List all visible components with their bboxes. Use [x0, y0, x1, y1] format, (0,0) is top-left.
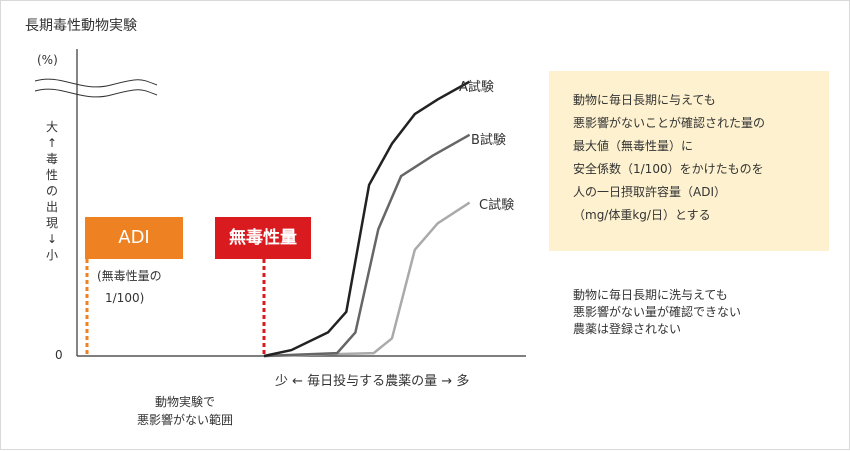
note-line: 動物に毎日長期に洗与えても: [573, 288, 728, 302]
y-axis-label-char: の: [45, 184, 58, 198]
y-axis-label-char: ↓: [46, 232, 58, 246]
note-line: 農薬は登録されない: [573, 322, 682, 336]
y-axis-label: 大 ↑ 毒 性 の 出 現 ↓ 小: [43, 119, 61, 263]
safe-zone-line: 悪影響がない範囲: [136, 413, 233, 427]
series-c-line: [263, 201, 471, 358]
y-axis-label-char: 小: [45, 248, 58, 262]
diagram-title: 長期毒性動物実験: [25, 18, 137, 34]
noael-badge: 無毒性量: [215, 217, 311, 259]
y-axis-label-char: 出: [45, 200, 58, 214]
adi-note-line: (無毒性量の: [97, 269, 162, 283]
safe-zone-label: 動物実験で 悪影響がない範囲: [85, 393, 285, 429]
info-box-line: 人の一日摂取許容量（ADI）: [573, 185, 726, 199]
series-a-label: A試験: [459, 80, 494, 95]
adi-badge: ADI: [85, 217, 183, 259]
y-axis-label-char: ↑: [46, 136, 58, 150]
registration-note: 動物に毎日長期に洗与えても 悪影響がない量が確認できない 農薬は登録されない: [573, 287, 741, 338]
info-box-line: 動物に毎日長期に与えても: [573, 93, 716, 107]
info-box-line: 悪影響がないことが確認された量の: [573, 116, 766, 130]
y-axis-label-char: 大: [45, 120, 58, 134]
x-axis-label: 少 ← 毎日投与する農薬の量 → 多: [275, 374, 470, 389]
axis-break-mark: [34, 88, 158, 98]
series-b-label: B試験: [471, 133, 506, 148]
y-axis-label-char: 性: [45, 168, 58, 182]
adi-definition-box: 動物に毎日長期に与えても 悪影響がないことが確認された量の 最大値（無毒性量）に…: [549, 71, 829, 251]
y-axis-label-char: 現: [45, 216, 58, 230]
y-axis-label-char: 毒: [45, 152, 58, 166]
axis-break-mark: [34, 78, 158, 88]
adi-note: (無毒性量の 1/100): [97, 265, 162, 309]
series-a-line: [263, 80, 471, 358]
info-box-line: 安全係数（1/100）をかけたものを: [573, 162, 764, 176]
safe-zone-line: 動物実験で: [154, 395, 215, 409]
note-line: 悪影響がない量が確認できない: [573, 305, 742, 319]
series-b-line: [263, 133, 471, 358]
info-box-line: 最大値（無毒性量）に: [573, 139, 694, 153]
info-box-line: （mg/体重kg/日）とする: [573, 208, 711, 222]
series-c-label: C試験: [479, 198, 515, 213]
y-axis-unit: (%): [37, 53, 58, 67]
y-axis-zero: 0: [55, 348, 63, 362]
adi-note-line: 1/100): [105, 291, 145, 305]
